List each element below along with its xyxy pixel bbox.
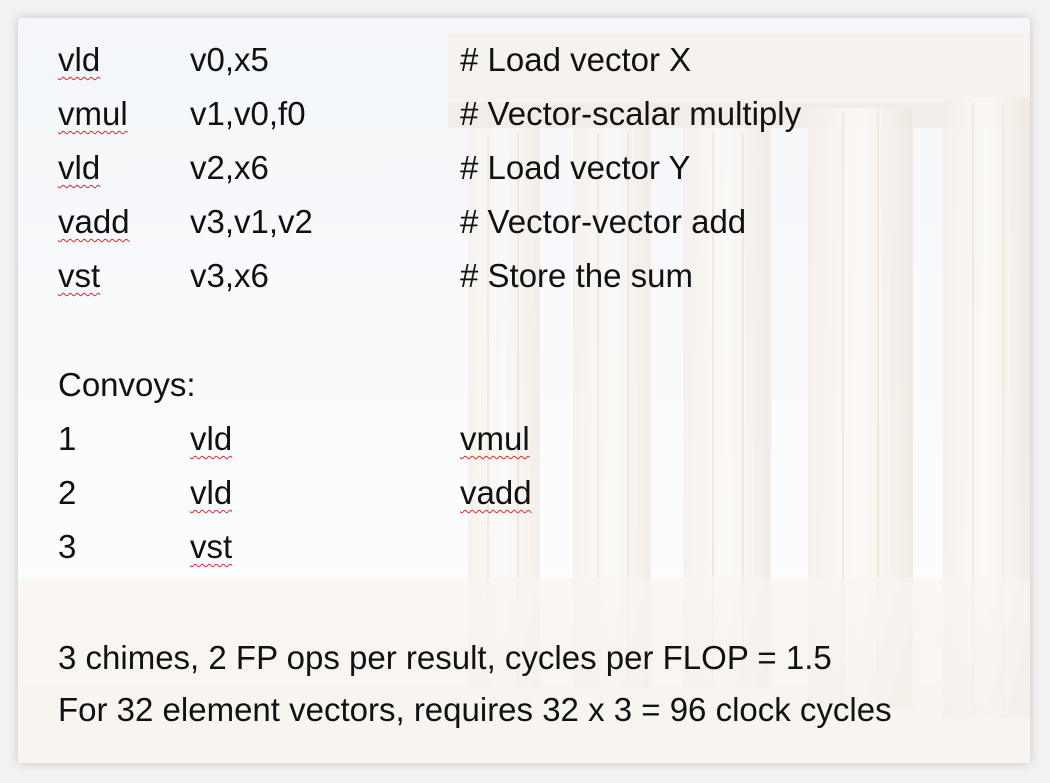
instruction-opcode: vld (58, 149, 101, 186)
convoy-instruction-second: vmul (460, 420, 530, 457)
instruction-opcode: vmul (58, 95, 128, 132)
instruction-operands: v3,x6 (190, 257, 269, 294)
convoy-number: 2 (58, 474, 77, 511)
instruction-operands: v1,v0,f0 (190, 95, 306, 132)
instruction-comment: # Load vector Y (460, 149, 691, 186)
slide-content: vld v0,x5 # Load vector X vmul v1,v0,f0 … (18, 18, 1030, 763)
convoy-number: 3 (58, 528, 77, 565)
convoy-instruction-first: vld (190, 474, 233, 511)
instruction-comment: # Vector-vector add (460, 203, 747, 240)
convoy-instruction-first: vst (190, 528, 233, 565)
summary-line: 3 chimes, 2 FP ops per result, cycles pe… (58, 639, 832, 676)
convoys-heading-text: Convoys: (58, 366, 196, 403)
convoy-number: 1 (58, 420, 77, 457)
instruction-comment: # Store the sum (460, 257, 693, 294)
slide: vld v0,x5 # Load vector X vmul v1,v0,f0 … (18, 18, 1030, 763)
instruction-opcode: vadd (58, 203, 130, 240)
instruction-opcode: vst (58, 257, 101, 294)
convoy-instruction-second: vadd (460, 474, 532, 511)
instruction-opcode: vld (58, 41, 101, 78)
summary-line: For 32 element vectors, requires 32 x 3 … (58, 691, 892, 728)
instruction-comment: # Vector-scalar multiply (460, 95, 802, 132)
instruction-operands: v3,v1,v2 (190, 203, 313, 240)
instruction-comment: # Load vector X (460, 41, 692, 78)
convoy-instruction-first: vld (190, 420, 233, 457)
instruction-operands: v2,x6 (190, 149, 269, 186)
background-columns-image (18, 18, 1030, 763)
instruction-operands: v0,x5 (190, 41, 269, 78)
